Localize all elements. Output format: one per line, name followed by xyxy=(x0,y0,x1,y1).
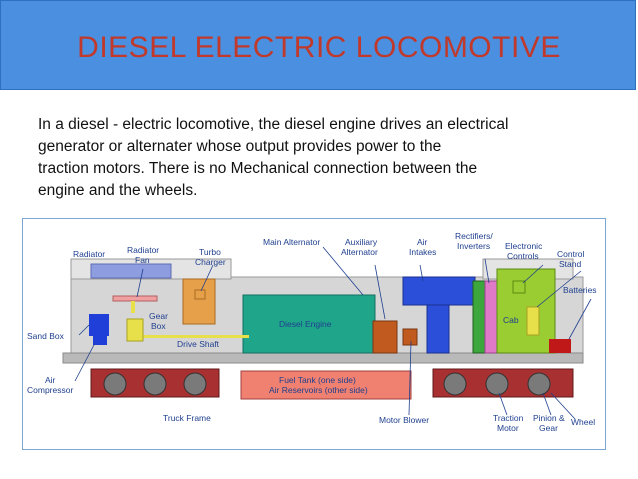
description-line: generator or alternater whose output pro… xyxy=(38,138,442,155)
label-main-alternator: Main Alternator xyxy=(263,237,320,247)
label-wheel: Wheel xyxy=(571,417,595,427)
label-traction-motor: Traction xyxy=(493,413,524,423)
auxiliary-alternator xyxy=(372,320,398,354)
rectifiers-left xyxy=(472,280,486,354)
fan-shaft xyxy=(131,301,135,313)
label-pinion-gear-2: Gear xyxy=(539,423,558,433)
drive-shaft xyxy=(129,335,249,338)
sand-box xyxy=(89,314,109,336)
description-line: engine and the wheels. xyxy=(38,182,198,199)
label-drive-shaft: Drive Shaft xyxy=(177,339,220,349)
label-cab: Cab xyxy=(503,315,519,325)
label-batteries: Batteries xyxy=(563,285,597,295)
wheel xyxy=(143,372,167,396)
label-turbo: Turbo xyxy=(199,247,221,257)
label-traction-motor-2: Motor xyxy=(497,423,519,433)
title-bar: DIESEL ELECTRIC LOCOMOTIVE xyxy=(0,0,636,90)
label-radiator: Radiator xyxy=(73,249,105,259)
label-aux-alternator-2: Alternator xyxy=(341,247,378,257)
wheel xyxy=(443,372,467,396)
label-radiator-fan-2: Fan xyxy=(135,255,150,265)
label-sand-box: Sand Box xyxy=(27,331,65,341)
fuel-tank xyxy=(240,370,412,400)
turbo-inlet xyxy=(194,289,206,300)
air-duct xyxy=(426,304,450,354)
leader-lines xyxy=(74,246,592,420)
label-diesel-engine: Diesel Engine xyxy=(279,319,332,329)
description-paragraph: In a diesel - electric locomotive, the d… xyxy=(38,114,608,202)
turbo-charger xyxy=(182,278,216,325)
label-control-stand-2: Stand xyxy=(559,259,581,269)
label-rectifiers: Rectifiers/ xyxy=(455,231,493,241)
motor-blower xyxy=(402,328,418,346)
label-turbo-2: Charger xyxy=(195,257,226,267)
wheel xyxy=(527,372,551,396)
description-line: traction motors. There is no Mechanical … xyxy=(38,160,478,177)
air-intakes xyxy=(402,276,476,306)
label-fuel-tank: Fuel Tank (one side) xyxy=(279,375,356,385)
description-line: In a diesel - electric locomotive, the d… xyxy=(38,116,509,133)
locomotive-diagram-svg: Radiator Radiator Fan Turbo Charger Main… xyxy=(27,231,597,433)
gear-box xyxy=(126,318,144,342)
label-rectifiers-2: Inverters xyxy=(457,241,490,251)
air-compressor xyxy=(93,335,107,345)
locomotive-diagram: Radiator Radiator Fan Turbo Charger Main… xyxy=(22,218,606,450)
label-air-compressor: Air xyxy=(45,375,56,385)
label-air-intakes-2: Intakes xyxy=(409,247,436,257)
label-control-stand: Control xyxy=(557,249,585,259)
control-stand xyxy=(526,306,540,336)
slide-title: DIESEL ELECTRIC LOCOMOTIVE xyxy=(77,31,561,64)
label-electronic-controls: Electronic xyxy=(505,241,543,251)
label-air-reservoirs: Air Reservoirs (other side) xyxy=(269,385,368,395)
label-truck-frame: Truck Frame xyxy=(163,413,211,423)
label-aux-alternator: Auxiliary xyxy=(345,237,378,247)
label-gear-box-2: Box xyxy=(151,321,166,331)
main-frame xyxy=(62,352,584,364)
wheel xyxy=(485,372,509,396)
label-gear-box: Gear xyxy=(149,311,168,321)
label-electronic-controls-2: Controls xyxy=(507,251,539,261)
wheel xyxy=(103,372,127,396)
cab xyxy=(496,268,556,354)
radiator xyxy=(90,263,172,279)
wheel xyxy=(183,372,207,396)
label-air-intakes: Air xyxy=(417,237,428,247)
rectifiers-inverters xyxy=(484,280,498,354)
radiator-fan xyxy=(112,295,158,302)
label-motor-blower: Motor Blower xyxy=(379,415,429,425)
label-air-compressor-2: Compressor xyxy=(27,385,73,395)
label-pinion-gear: Pinion & xyxy=(533,413,565,423)
batteries xyxy=(549,339,571,353)
electronic-controls xyxy=(512,280,526,294)
label-radiator-fan: Radiator xyxy=(127,245,159,255)
